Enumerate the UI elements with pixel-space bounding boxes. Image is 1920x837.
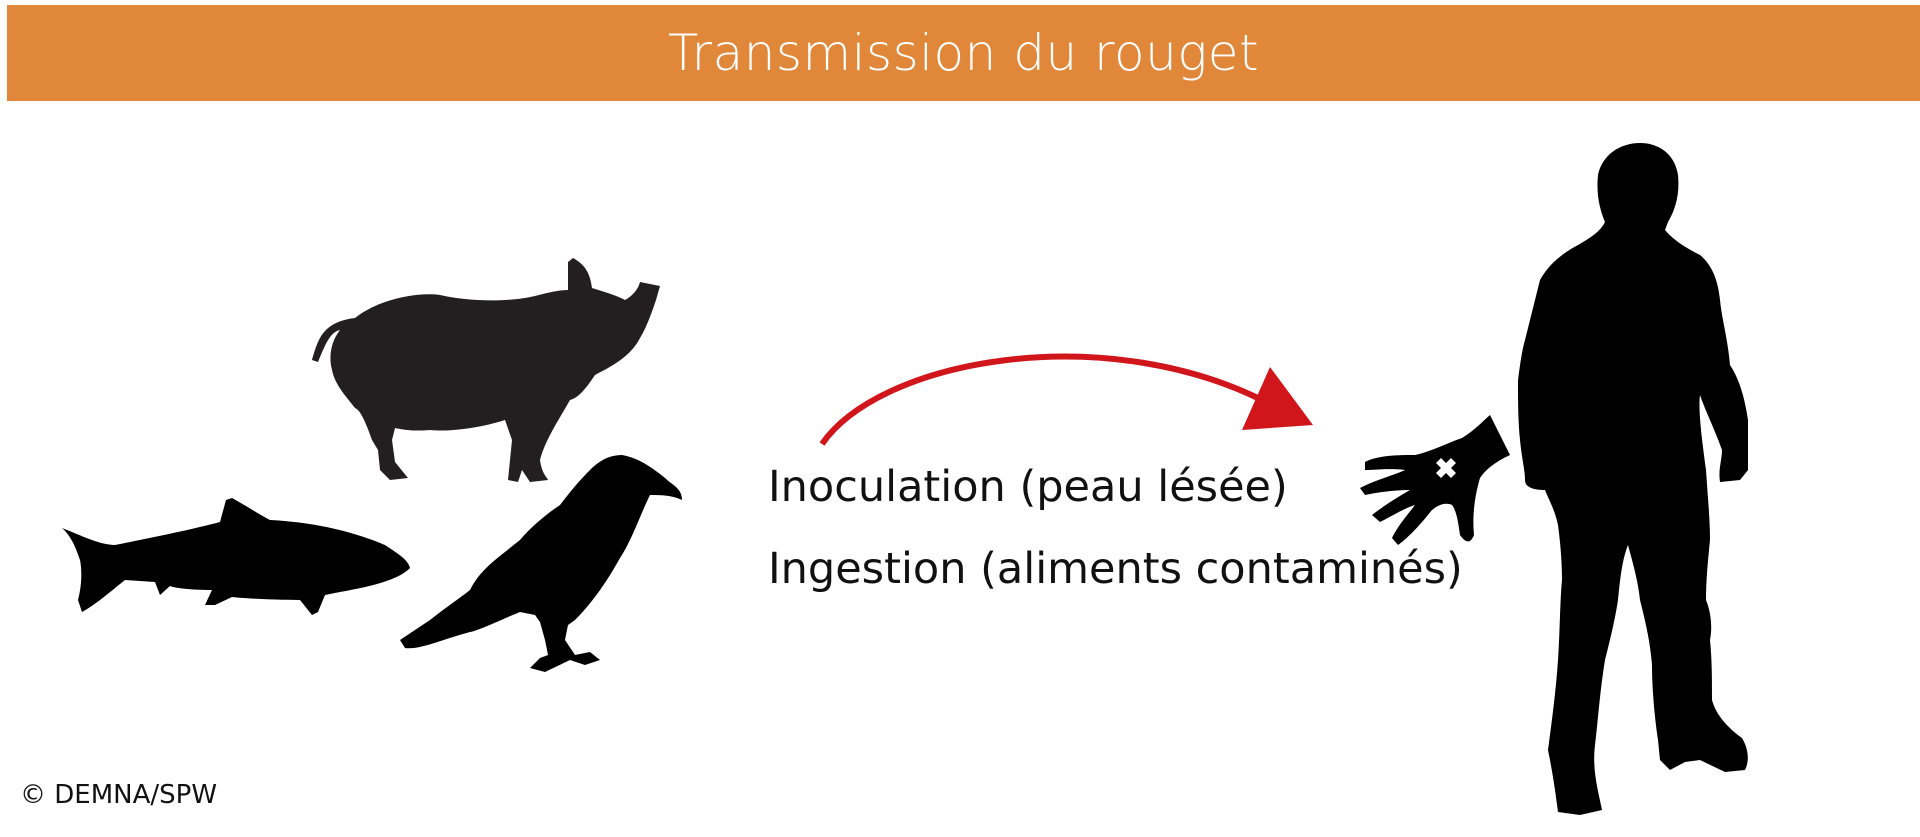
- credit-text: © DEMNA/SPW: [20, 780, 218, 810]
- title-banner: Transmission du rouget: [7, 5, 1920, 101]
- route-ingestion-label: Ingestion (aliments contaminés): [768, 544, 1463, 594]
- route-inoculation-label: Inoculation (peau lésée): [768, 462, 1288, 512]
- hand-wound-icon: [1360, 415, 1510, 545]
- pig-silhouette-icon: [312, 258, 660, 482]
- transmission-arrow: [819, 353, 1264, 446]
- human-silhouette-icon: [1518, 143, 1748, 815]
- bird-silhouette-icon: [400, 455, 682, 672]
- page-title: Transmission du rouget: [667, 24, 1260, 82]
- arrow-head-icon: [1242, 367, 1313, 430]
- fish-silhouette-icon: [62, 498, 410, 615]
